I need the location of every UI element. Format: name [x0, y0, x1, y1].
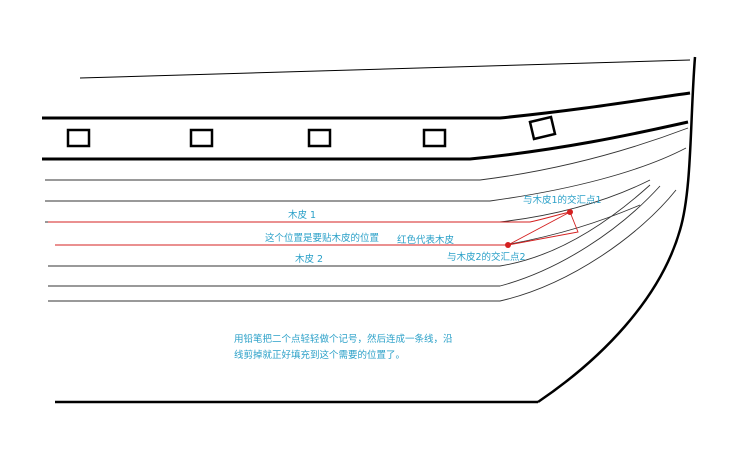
gun-port-5 — [528, 115, 557, 141]
intersection-point-2 — [505, 242, 511, 248]
label-intersection-2: 与木皮2的交汇点2 — [447, 251, 526, 263]
planking-lines — [45, 127, 689, 302]
gunwale-top — [42, 91, 691, 120]
label-plank-1: 木皮 1 — [288, 209, 316, 221]
plank-line-2 — [45, 147, 687, 202]
gun-port-4 — [422, 128, 447, 148]
plank-line-5 — [48, 184, 651, 267]
gun-port-1 — [66, 128, 91, 148]
gunwale-bottom — [42, 120, 689, 161]
intersection-point-1 — [567, 209, 573, 215]
gun-port-2 — [189, 128, 214, 148]
gun-port-3 — [307, 128, 332, 148]
instruction-line-1: 用铅笔把二个点轻轻做个记号，然后连成一条线，沿 — [234, 333, 453, 345]
label-intersection-1: 与木皮1的交汇点1 — [523, 194, 602, 206]
top-rail-line — [79, 59, 691, 79]
bow-stem — [537, 56, 697, 404]
label-position: 这个位置是要贴木皮的位置 — [265, 232, 379, 244]
label-red-meaning: 红色代表木皮 — [397, 234, 455, 246]
label-plank-2: 木皮 2 — [295, 253, 323, 265]
red-plank-1 — [48, 211, 571, 223]
plank-line-1 — [45, 127, 689, 181]
red-cut-line — [507, 211, 579, 246]
plank-line-3 — [45, 179, 651, 223]
plank-line-6 — [48, 185, 661, 287]
instruction-line-2: 线剪掉就正好填充到这个需要的位置了。 — [234, 349, 405, 361]
plank-line-7 — [48, 189, 677, 302]
plank-line-4 — [55, 204, 641, 246]
